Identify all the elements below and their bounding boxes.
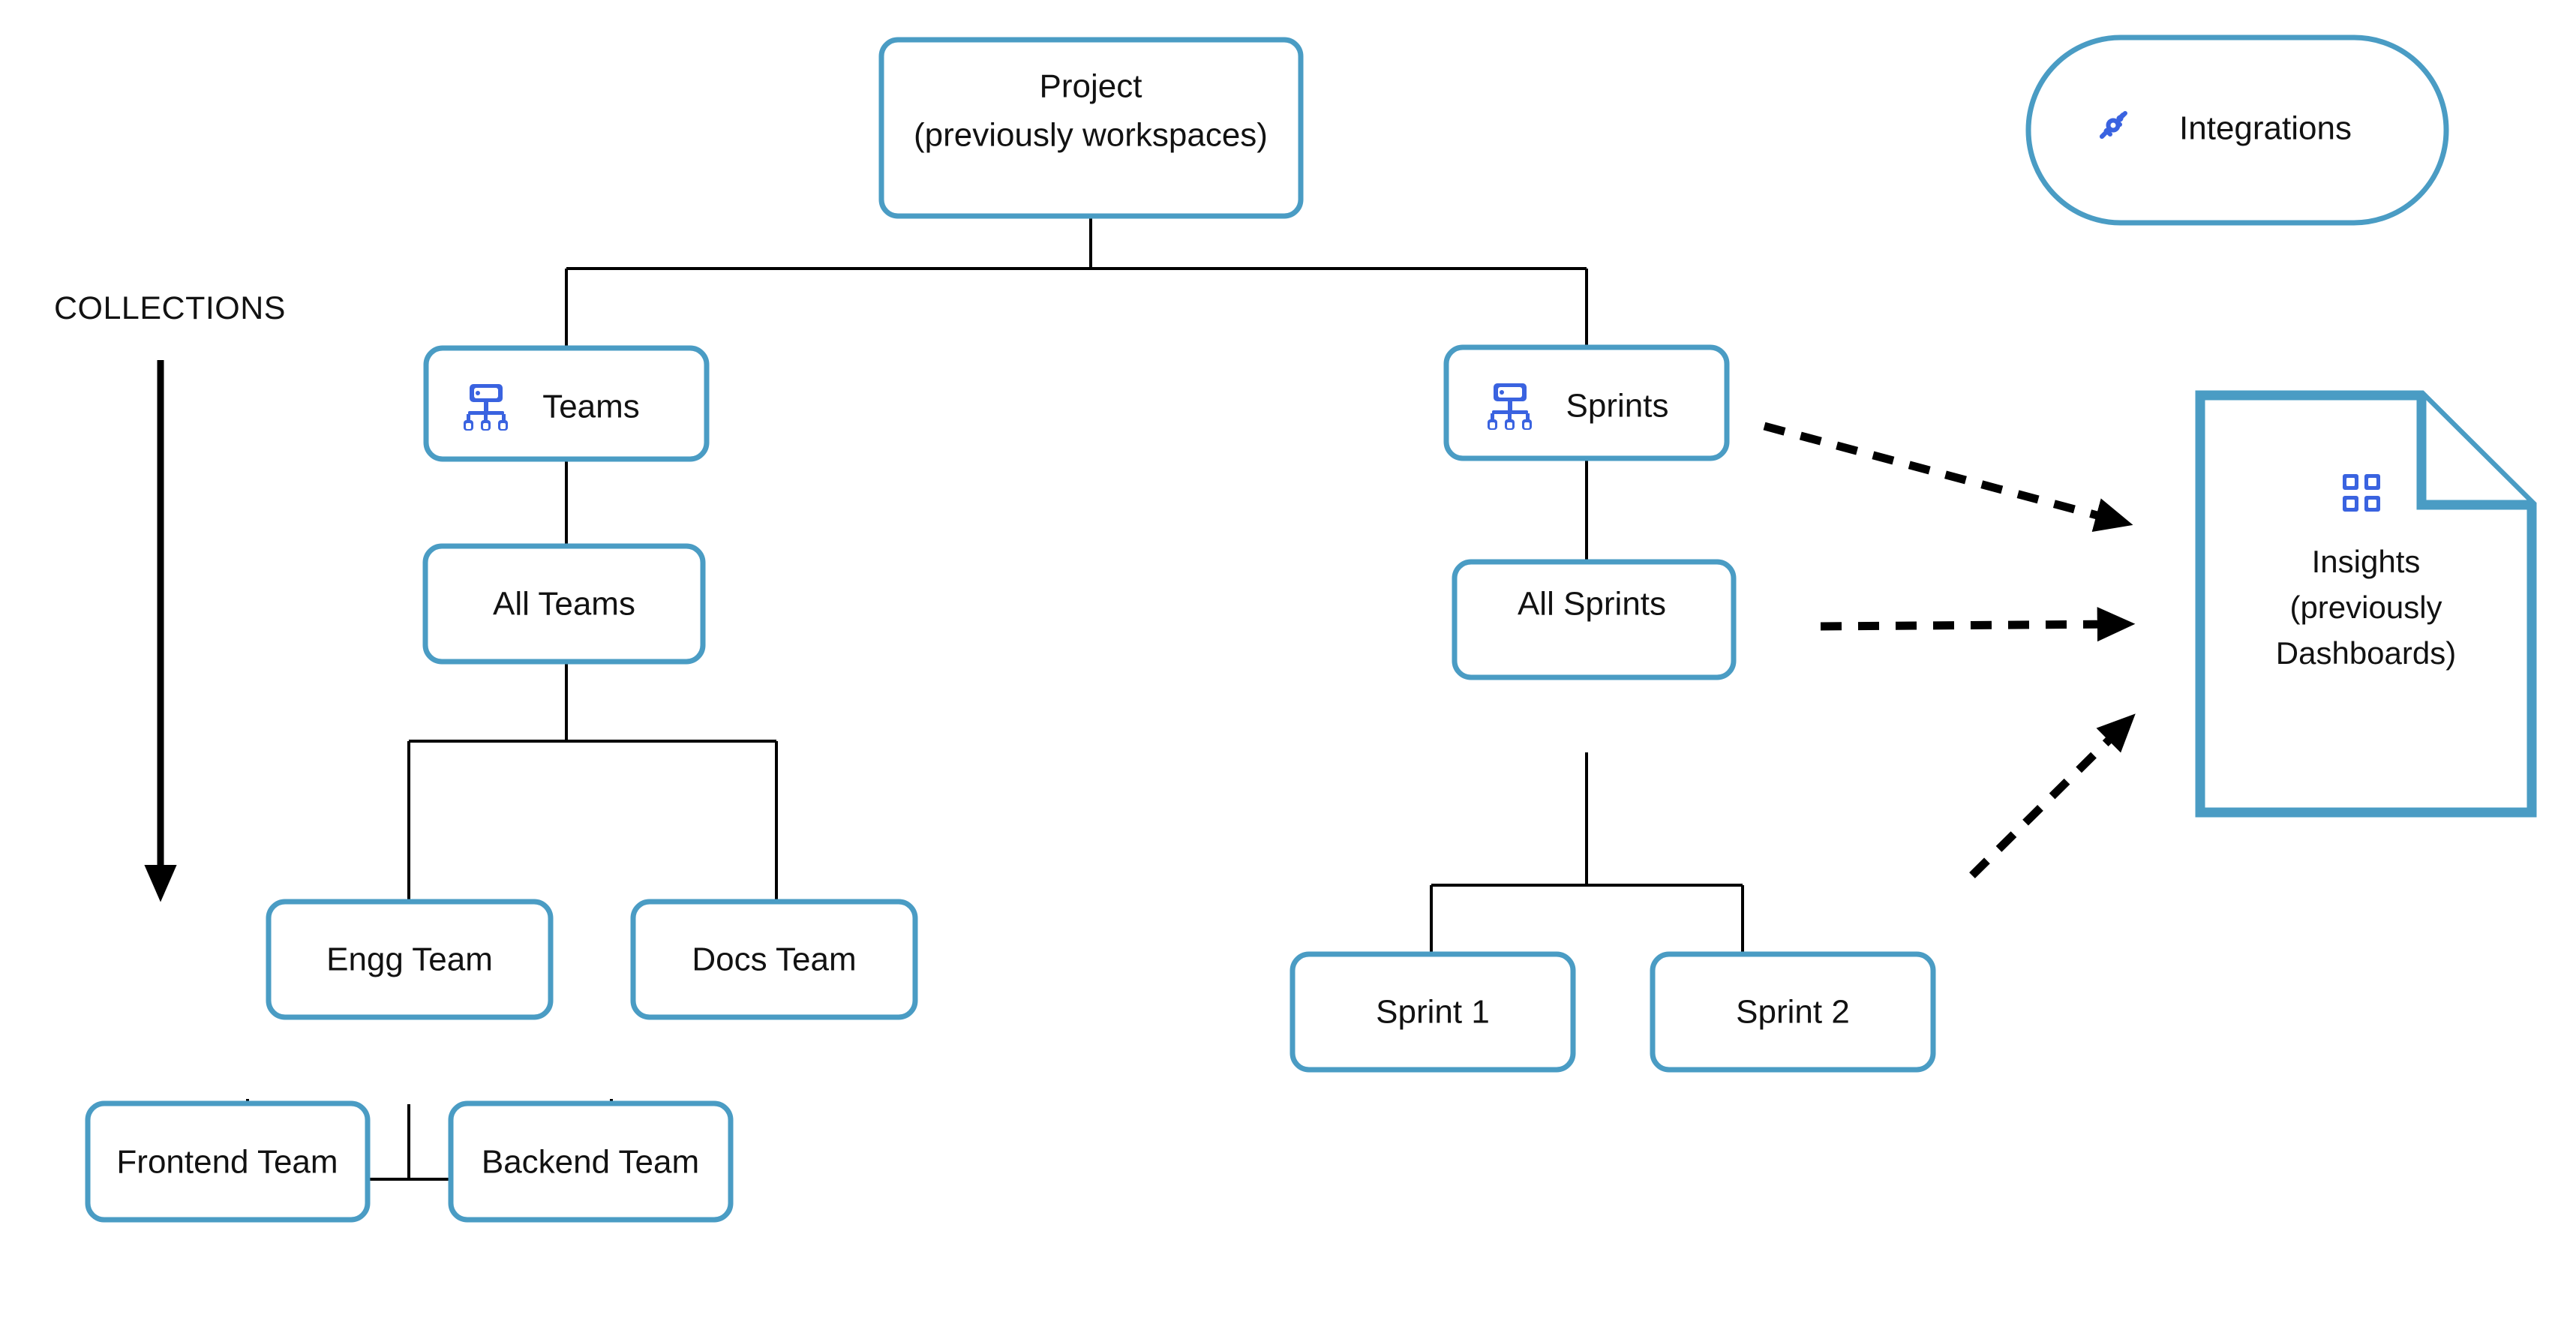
sprint-1-box[interactable] — [1290, 951, 1576, 1073]
sprint-2-box[interactable] — [1650, 951, 1936, 1073]
sprint-1-label: Sprint 1 — [1376, 994, 1490, 1031]
insights-label-line3: Dashboards) — [2276, 635, 2456, 671]
insights-label-line1: Insights — [2312, 544, 2421, 579]
node-sprint-2[interactable]: Sprint 2 — [1650, 951, 1936, 1073]
node-project[interactable]: Project (previously workspaces) — [878, 37, 1304, 219]
collections-label: COLLECTIONS — [54, 290, 286, 326]
arrow-sprint-items-to-insights — [1969, 713, 2136, 878]
frontend-team-label: Frontend Team — [116, 1144, 338, 1181]
frontend-team-box[interactable] — [85, 1100, 371, 1223]
project-label-line1: Project — [1040, 68, 1142, 105]
sprints-box[interactable] — [1443, 344, 1730, 461]
sprints-label: Sprints — [1566, 388, 1669, 425]
arrow-sprints-to-insights — [1763, 422, 2133, 533]
node-sprints[interactable]: Sprints — [1443, 344, 1730, 461]
all-teams-label: All Teams — [493, 586, 635, 623]
node-all-sprints[interactable]: All Sprints — [1452, 559, 1737, 680]
arrow-allsprints-to-insights — [1820, 607, 2136, 642]
project-label-line2: (previously workspaces) — [914, 117, 1268, 154]
node-all-teams[interactable]: All Teams — [422, 543, 706, 665]
node-docs-team[interactable]: Docs Team — [630, 899, 918, 1020]
all-teams-box[interactable] — [422, 543, 706, 665]
insights-fold-corner — [2416, 395, 2532, 510]
node-insights[interactable]: Insights (previously Dashboards) — [2195, 390, 2537, 818]
docs-team-box[interactable] — [630, 899, 918, 1020]
plug-connector-icon — [2100, 111, 2127, 139]
engg-team-box[interactable] — [266, 899, 554, 1020]
all-sprints-label: All Sprints — [1518, 586, 1666, 623]
sprint-2-label: Sprint 2 — [1736, 994, 1850, 1031]
all-sprints-box[interactable] — [1452, 559, 1737, 680]
node-sprint-1[interactable]: Sprint 1 — [1290, 951, 1576, 1073]
org-chart-icon — [1488, 383, 1532, 430]
node-backend-team[interactable]: Backend Team — [448, 1100, 734, 1223]
engg-team-label: Engg Team — [326, 941, 493, 978]
backend-team-box[interactable] — [448, 1100, 734, 1223]
backend-team-label: Backend Team — [482, 1144, 699, 1181]
node-engg-team[interactable]: Engg Team — [266, 899, 554, 1020]
insights-relationship-arrows — [1763, 422, 2136, 878]
node-frontend-team[interactable]: Frontend Team — [85, 1100, 371, 1223]
node-teams[interactable]: Teams — [423, 345, 710, 462]
project-box[interactable] — [878, 37, 1304, 219]
insights-label-line2: (previously — [2289, 590, 2442, 625]
node-integrations[interactable]: Integrations — [2025, 35, 2449, 226]
integrations-label: Integrations — [2179, 110, 2352, 147]
docs-team-label: Docs Team — [692, 941, 856, 978]
teams-box[interactable] — [423, 345, 710, 462]
org-chart-icon — [464, 384, 508, 431]
teams-label: Teams — [542, 389, 640, 425]
dashboard-grid-icon — [2343, 474, 2380, 512]
integrations-pill[interactable] — [2025, 35, 2449, 226]
